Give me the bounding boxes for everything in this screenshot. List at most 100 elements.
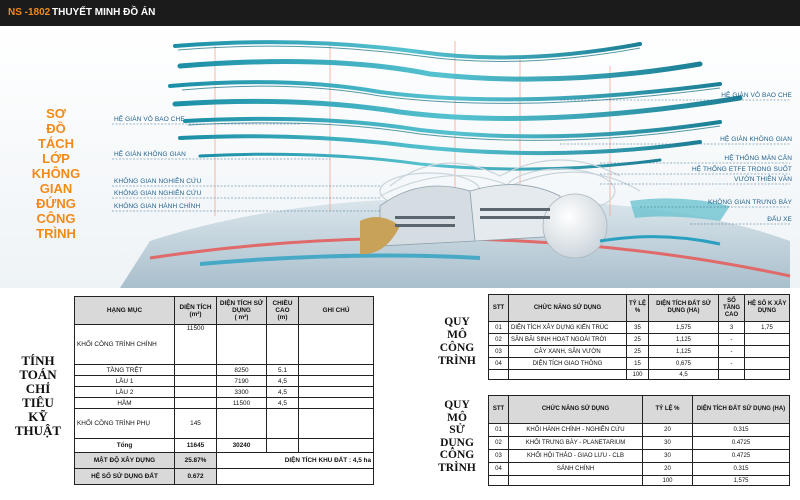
scale-side-title: QUY MÔ CÔNG TRÌNH [432,316,482,368]
col-stt: STT [488,395,509,424]
table-cell: 4,5 [266,375,299,387]
callout-right: ĐẤU XE [767,216,792,223]
table-cell: DIỆN TÍCH XÂY DỰNG KIẾN TRÚC [508,321,627,334]
diagram-title-line: ĐỨNG [36,196,76,211]
table-cell: 11500 [174,324,217,365]
use-table: STT CHỨC NĂNG SỬ DỤNG TỶ LỆ % DIỆN TÍCH … [488,395,790,486]
table-cell: 1,75 [744,321,790,334]
side-title-line: TÍNH [21,353,55,368]
side-title-line: CÔNG [439,342,475,354]
table-cell [174,386,217,398]
side-title-line: TIÊU [22,395,54,410]
col-area: DIỆN TÍCH(m²) [174,296,217,325]
col-stt: STT [488,294,509,322]
table-cell: 02 [488,436,509,450]
col-far: HỆ SỐ K XÂY DỰNG [744,294,790,322]
callout-right: HỆ GIÀN KHÔNG GIAN [720,136,792,143]
table-cell [266,438,299,453]
side-title-line: TRÌNH [438,461,476,474]
side-title-line: MÔ [447,411,467,424]
table-cell: 3300 [216,386,267,398]
callout-right: KHÔNG GIAN TRƯNG BÀY [708,199,792,206]
table-cell [266,408,299,439]
table-cell: 20 [642,462,693,476]
table-cell [718,369,745,380]
table-cell: 1,575 [692,475,790,486]
table-cell: - [718,333,745,346]
table-cell [298,397,374,409]
table-cell: 3 [718,321,745,334]
use-side-title: QUY MÔ SỬ DỤNG CÔNG TRÌNH [432,399,482,474]
side-title-line: SỬ [449,424,465,436]
table-cell: KHỐI CÔNG TRÌNH CHÍNH [74,324,175,365]
table-cell: 25 [626,345,649,358]
table-cell [508,369,627,380]
diagram-title-line: LỚP [42,151,70,166]
table-cell: 02 [488,333,509,346]
diagram-title-line: TRÌNH [36,226,76,241]
callout-left: KHÔNG GIAN HÀNH CHÍNH [114,203,201,210]
table-cell: 1,125 [648,345,719,358]
callout-left: KHÔNG GIAN NGHIÊN CỨU [114,178,202,185]
table-cell: 7190 [216,375,267,387]
table-cell [744,345,790,358]
diagram-title-line: KHÔNG [31,166,81,181]
diagram-title-line: TÁCH [37,136,75,151]
table-cell: DIỆN TÍCH GIAO THÔNG [508,357,627,370]
table-cell: 30 [642,436,693,450]
col-note: GHI CHÚ [298,296,374,325]
table-cell [266,324,299,365]
col-func: CHỨC NĂNG SỬ DỤNG [508,395,643,424]
side-title-line: KỸ [28,409,48,424]
table-cell: Tổng [74,438,175,453]
table-cell: 25.87% [174,452,217,469]
table-cell: 20 [642,423,693,437]
callout-left: HỆ GIÀN KHÔNG GIAN [114,151,186,158]
tech-table: HẠNG MỤC DIỆN TÍCH(m²) DIỆN TÍCH SỬ DỤNG… [74,296,374,485]
table-cell: HẦM [74,397,175,409]
table-cell: 100 [626,369,649,380]
table-cell [174,364,217,376]
table-cell: 25 [626,333,649,346]
header-title: THUYẾT MINH ĐỒ ÁN [52,7,156,18]
table-cell: 0,675 [648,357,719,370]
table-cell: 100 [642,475,693,486]
table-cell: KHỐI HÀNH CHÍNH - NGHIÊN CỨU [508,423,643,437]
table-cell: 0.4725 [692,436,790,450]
diagram-title-line: ĐỒ [46,121,66,136]
table-cell: CÂY XANH, SÂN VƯỜN [508,345,627,358]
table-cell: 4,5 [648,369,719,380]
table-cell [298,408,374,439]
diagram-title-line: CÔNG [36,211,76,226]
side-title-line: CHỈ [25,381,51,396]
table-cell [488,475,509,486]
scale-table: STT CHỨC NĂNG SỬ DỤNG TỶ LỆ % DIỆN TÍCH … [488,294,790,380]
table-cell: 0.315 [692,462,790,476]
side-title-line: MÔ [447,329,467,341]
table-cell: 5.1 [266,364,299,376]
diagram-title: SƠ ĐỒ TÁCH LỚP KHÔNG GIAN ĐỨNG CÔNG TRÌN… [22,106,90,241]
col-use-unit: ( m²) [234,314,249,321]
table-cell: 01 [488,423,509,437]
table-cell: 04 [488,462,509,476]
table-cell: 11500 [216,397,267,409]
callout-left: HỆ GIÀN VỎ BAO CHE [114,116,185,123]
col-use-label: DIỆN TÍCH SỬ DỤNG [219,300,264,314]
side-title-line: CÔNG [439,449,475,461]
table-cell: 8250 [216,364,267,376]
table-cell: 04 [488,357,509,370]
col-use-area: DIỆN TÍCH SỬ DỤNG( m²) [216,296,267,325]
side-title-line: THUẬT [14,423,62,438]
callout-right: HỆ GIÀN VỎ BAO CHE [721,92,792,99]
col-area: DIỆN TÍCH ĐẤT SỬ DỤNG (HA) [692,395,790,424]
table-cell [488,369,509,380]
table-cell [174,397,217,409]
col-height-label: CHIỀU CAO [272,300,293,314]
table-cell [298,438,374,453]
side-title-line: TOÁN [19,367,57,382]
table-cell [744,357,790,370]
table-cell [216,324,267,365]
col-area: DIỆN TÍCH ĐẤT SỬ DỤNG (HA) [648,294,719,322]
table-cell [298,375,374,387]
diagram-title-line: SƠ [46,106,66,121]
